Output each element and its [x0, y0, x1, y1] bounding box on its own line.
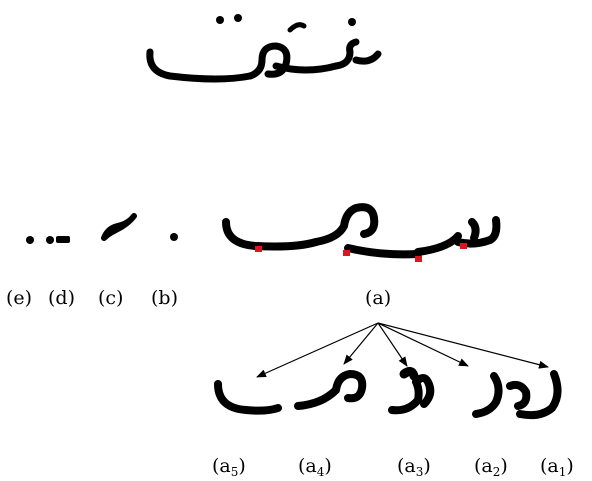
arrow-a2: [378, 323, 468, 366]
segmentation-point: [255, 246, 262, 252]
word-image-top: [150, 14, 378, 79]
segment-a4: [298, 374, 362, 406]
segmentation-point: [343, 250, 350, 256]
segments: [218, 371, 558, 415]
arrow-a5: [257, 323, 378, 377]
component-b: [170, 233, 178, 241]
segment-a3: [392, 378, 430, 410]
label-a3: (a3): [397, 455, 431, 479]
component-c: [104, 216, 134, 238]
arrows: [257, 323, 548, 377]
label-c: (c): [98, 287, 123, 309]
component-e: [26, 236, 54, 244]
label-e: (e): [6, 287, 32, 309]
label-a1: (a1): [540, 455, 574, 479]
segment-a5: [218, 384, 278, 411]
label-a: (a): [365, 287, 391, 309]
segment-a1-tail: [510, 385, 526, 406]
label-a2: (a2): [474, 455, 508, 479]
component-a: [226, 207, 496, 254]
component-d: [56, 236, 70, 243]
arrow-a4: [344, 323, 378, 364]
label-a5: (a5): [212, 455, 246, 479]
label-d: (d): [48, 287, 75, 309]
segment-a3-hook: [404, 371, 414, 376]
segmentation-point: [460, 243, 467, 249]
label-a4: (a4): [298, 455, 332, 479]
segment-a2: [476, 376, 499, 414]
label-b: (b): [151, 287, 178, 309]
segmentation-point: [415, 256, 422, 262]
